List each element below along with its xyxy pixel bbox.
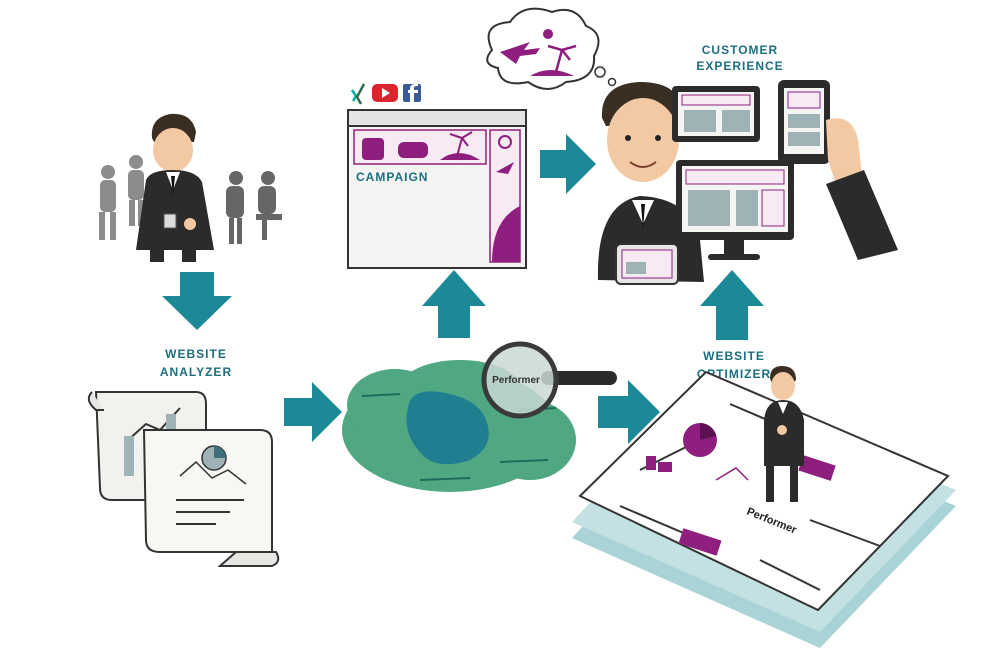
- website-analyzer-label-line2: ANALYZER: [160, 365, 232, 379]
- arrow-down: [162, 272, 232, 330]
- arrow-up-campaign: [422, 270, 486, 338]
- arrow-right-3: [540, 134, 596, 194]
- arrow-right-1: [284, 382, 342, 442]
- customer-experience-label-line1: CUSTOMER: [702, 43, 778, 57]
- people-group: [99, 114, 282, 262]
- website-optimizer-label-line1: WEBSITE: [703, 349, 765, 363]
- analyzer-reports-icon: [89, 392, 278, 566]
- campaign-label: CAMPAIGN: [356, 170, 428, 184]
- tablet-device: [616, 244, 678, 284]
- arrow-up-customer: [700, 270, 764, 340]
- website-analyzer-label-line1: WEBSITE: [165, 347, 227, 361]
- youtube-icon: [372, 84, 398, 102]
- pie-chart-icon: [683, 423, 717, 457]
- hand-arm: [826, 118, 898, 260]
- laptop-device: [672, 86, 760, 142]
- campaign-browser-window: [348, 110, 526, 268]
- thought-bubble: [487, 9, 615, 89]
- performer-lens-label: Performer: [492, 375, 540, 386]
- facebook-icon: [403, 84, 421, 102]
- customer-experience-label-line2: EXPERIENCE: [696, 59, 783, 73]
- sun-icon: [543, 29, 553, 39]
- xing-icon: [350, 84, 366, 104]
- smartphone-device: [778, 80, 830, 164]
